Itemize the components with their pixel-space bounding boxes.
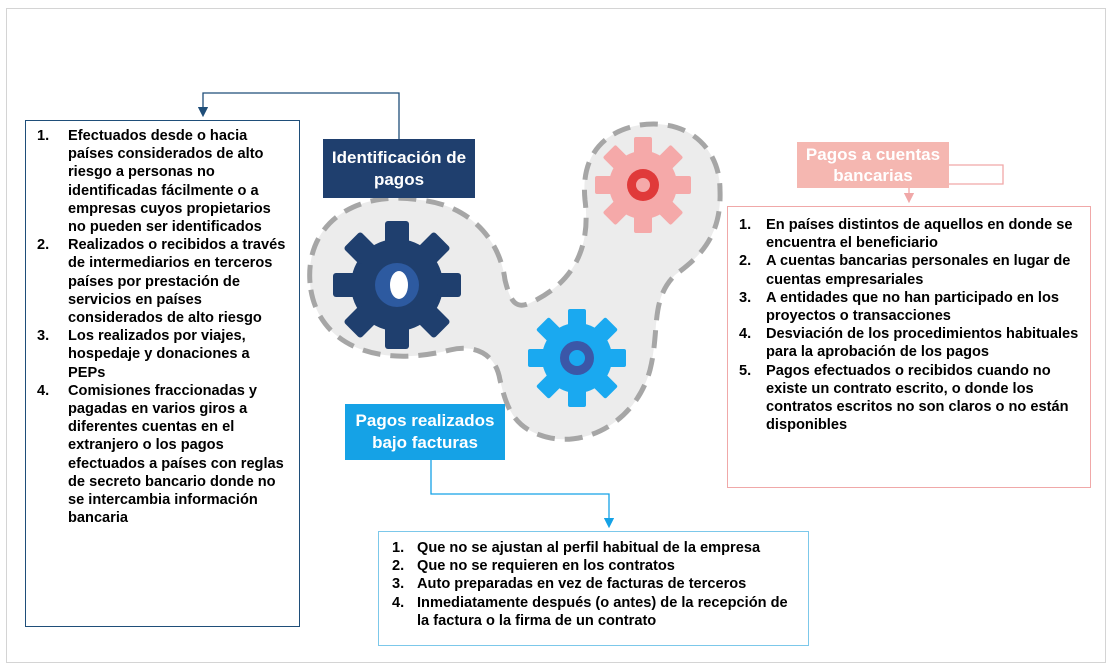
connector-facturas xyxy=(430,460,615,529)
list-item: 3.Los realizados por viajes, hospedaje y… xyxy=(37,328,250,381)
label-identificacion-de-pagos: Identificación de pagos xyxy=(323,139,475,198)
list-item: 4.Comisiones fraccionadas y pagadas en v… xyxy=(37,382,284,527)
connector-identificacion xyxy=(197,92,400,139)
list-item: 3.Auto preparadas en vez de facturas de … xyxy=(392,576,747,593)
list-item: 1.Que no se ajustan al perfil habitual d… xyxy=(392,540,761,556)
list-item: 2.Realizados o recibidos a través de int… xyxy=(37,237,286,327)
list-item: 2.Que no se requieren en los contratos xyxy=(392,558,675,575)
label-pagos-realizados-bajo-facturas: Pagos realizados bajo facturas xyxy=(345,404,505,460)
label-text: Pagos realizados bajo facturas xyxy=(355,411,495,452)
gear-icon xyxy=(333,221,461,349)
list-item: 1.Efectuados desde o hacia países consid… xyxy=(37,128,271,236)
facturas-list: 1.Que no se ajustan al perfil habitual d… xyxy=(387,539,800,630)
list-item: 1.En países distintos de aquellos en don… xyxy=(739,217,1073,252)
slide-frame xyxy=(6,8,1106,663)
identificacion-list: 1.Efectuados desde o hacia países consid… xyxy=(34,127,291,527)
facturas-list-box: 1.Que no se ajustan al perfil habitual d… xyxy=(378,531,809,646)
cuentas-list-box: 1.En países distintos de aquellos en don… xyxy=(727,206,1091,488)
list-item: 2.A cuentas bancarias personales en luga… xyxy=(739,253,1071,288)
identificacion-list-box: 1.Efectuados desde o hacia países consid… xyxy=(25,120,300,627)
label-pagos-a-cuentas-bancarias: Pagos a cuentas bancarias xyxy=(797,142,949,188)
list-item: 5.Pagos efectuados o recibidos cuando no… xyxy=(739,362,1069,434)
label-text: Pagos a cuentas bancarias xyxy=(805,145,941,185)
list-item: 3.A entidades que no han participado en … xyxy=(739,289,1059,325)
gear-icon xyxy=(528,309,626,407)
list-item: 4.Inmediatamente después (o antes) de la… xyxy=(392,594,788,629)
gear-icon xyxy=(595,137,691,233)
cuentas-list: 1.En países distintos de aquellos en don… xyxy=(736,216,1082,434)
label-text: Identificación de pagos xyxy=(331,147,467,189)
list-item: 4.Desviación de los procedimientos habit… xyxy=(739,326,1079,361)
connector-cuentas xyxy=(903,164,1004,204)
